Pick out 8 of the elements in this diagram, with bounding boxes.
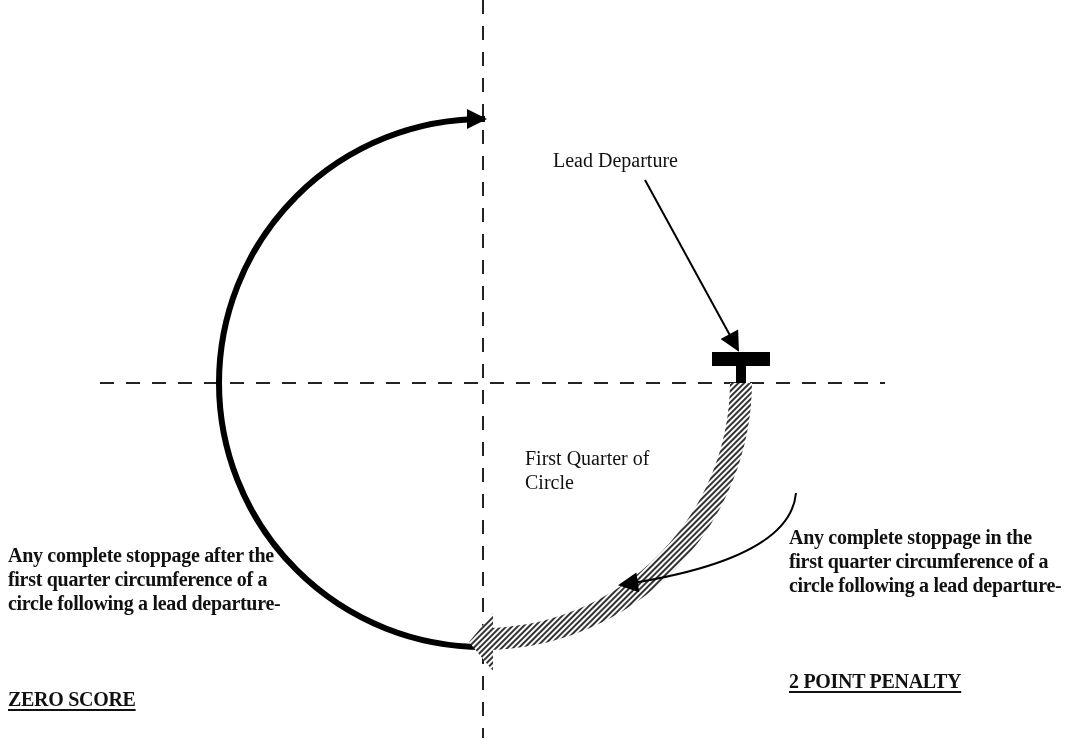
rule-text: Any complete stoppage in the first quarter circumference of a circle following a lead departure- bbox=[789, 525, 1063, 597]
leader-arrow bbox=[644, 179, 739, 352]
result-heading: 2 POINT PENALTY bbox=[789, 669, 962, 693]
area-label: First Quarter of Circle bbox=[525, 446, 651, 494]
result-heading: ZERO SCORE bbox=[8, 687, 136, 711]
t-bar-marker bbox=[712, 352, 770, 366]
rule-text: Any complete stoppage after the first quarter circumference of a circle following a lead departure- bbox=[8, 543, 282, 615]
callout-text: Lead Departure bbox=[553, 148, 678, 172]
